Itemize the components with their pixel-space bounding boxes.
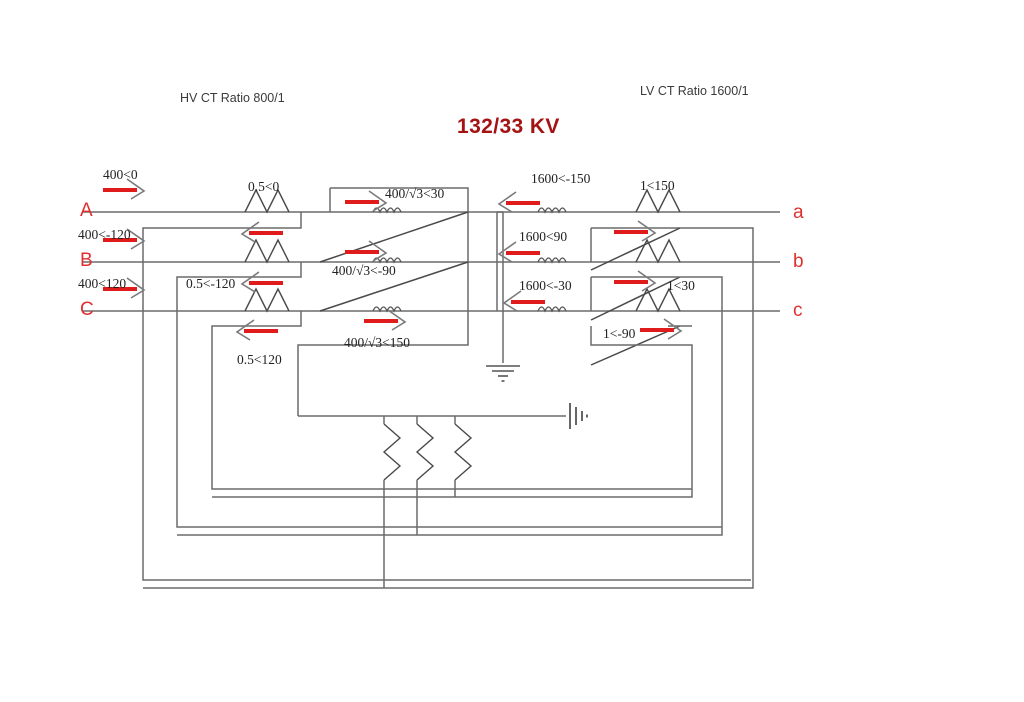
current-hv-c: 400<120 <box>78 276 127 291</box>
current-lv-ct-c: 1<-90 <box>603 326 636 341</box>
arrow-hv-wind-c <box>362 308 407 332</box>
diagram-title: 132/33 KV <box>457 115 560 138</box>
current-hv-winding-a: 400/√3<30 <box>385 186 445 201</box>
current-lv-a: 1600<-150 <box>531 171 591 186</box>
terminal-b: b <box>793 251 804 272</box>
current-hv-winding-c: 400/√3<150 <box>344 335 411 350</box>
current-lv-b: 1600<90 <box>519 229 568 244</box>
hv-ct-secondary-loops <box>142 212 751 581</box>
hv-phase-lines <box>83 211 780 312</box>
current-hv-a: 400<0 <box>103 167 138 182</box>
arrow-hv-wind-b <box>343 239 388 263</box>
arrow-lv-b <box>497 240 542 264</box>
hv-ct-ratio-note: HV CT Ratio 800/1 <box>180 91 285 105</box>
arrow-lv-ct-b <box>612 269 657 293</box>
arrow-hv-ct-a <box>240 220 285 244</box>
current-lv-c: 1600<-30 <box>519 278 572 293</box>
arrow-hv-ct-c <box>235 318 280 342</box>
terminal-c: c <box>793 300 803 321</box>
relay-coils <box>383 423 472 481</box>
hv-winding-coils <box>372 207 402 312</box>
arrow-lv-c <box>502 289 547 313</box>
arrow-hv-wind-a <box>343 189 388 213</box>
terminal-a: a <box>793 202 804 223</box>
hv-ct-group <box>244 189 290 312</box>
lv-ct-ratio-note: LV CT Ratio 1600/1 <box>640 84 749 98</box>
current-hv-winding-b: 400/√3<-90 <box>332 263 396 278</box>
arrow-hv-a <box>101 177 146 201</box>
current-hv-b: 400<-120 <box>78 227 131 242</box>
terminal-A: A <box>80 200 93 221</box>
current-lv-ct-b: 1<30 <box>667 278 695 293</box>
arrow-lv-a <box>497 190 542 214</box>
terminal-C: C <box>80 299 94 320</box>
hv-delta-winding <box>319 187 469 312</box>
lv-ct-primaries <box>537 207 567 312</box>
current-lv-ct-a: 1<150 <box>640 178 675 193</box>
lv-ct-secondary-loops <box>143 227 754 589</box>
current-hv-ct-c: 0.5<120 <box>237 352 282 367</box>
current-hv-ct-a: 0.5<0 <box>248 179 280 194</box>
ground-symbol-star <box>485 365 521 382</box>
arrow-lv-ct-a <box>612 219 657 243</box>
ground-symbol-chassis <box>569 402 588 430</box>
relay-wiring <box>297 311 566 588</box>
arrow-hv-ct-b <box>240 270 285 294</box>
current-hv-ct-b: 0.5<-120 <box>186 276 236 291</box>
terminal-B: B <box>80 250 93 271</box>
lv-star-point <box>497 211 504 363</box>
